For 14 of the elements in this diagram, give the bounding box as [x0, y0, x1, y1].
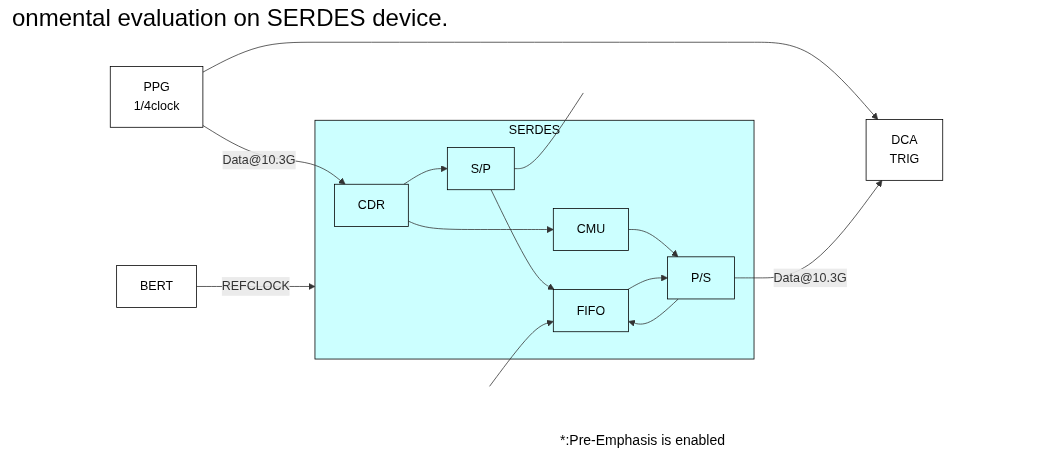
node-box: BERT — [116, 265, 197, 308]
node-box: PPG 1/4clock — [109, 66, 204, 128]
node-box: CDR — [334, 183, 409, 227]
node-box: DCA TRIG — [865, 119, 944, 181]
node-box: FIFO — [552, 289, 629, 333]
footnote: *:Pre-Emphasis is enabled — [560, 432, 725, 448]
edge-label: Data@10.3G — [773, 270, 847, 285]
diagram-title: onmental evaluation on SERDES device. — [12, 4, 450, 32]
edge-label: Data@10.3G — [222, 153, 296, 167]
connector — [513, 92, 584, 170]
edge-label: REFCLOCK — [221, 279, 290, 293]
node-box: CMU — [552, 208, 629, 251]
node-box: S/P — [446, 147, 515, 191]
node-box: P/S — [667, 256, 735, 300]
